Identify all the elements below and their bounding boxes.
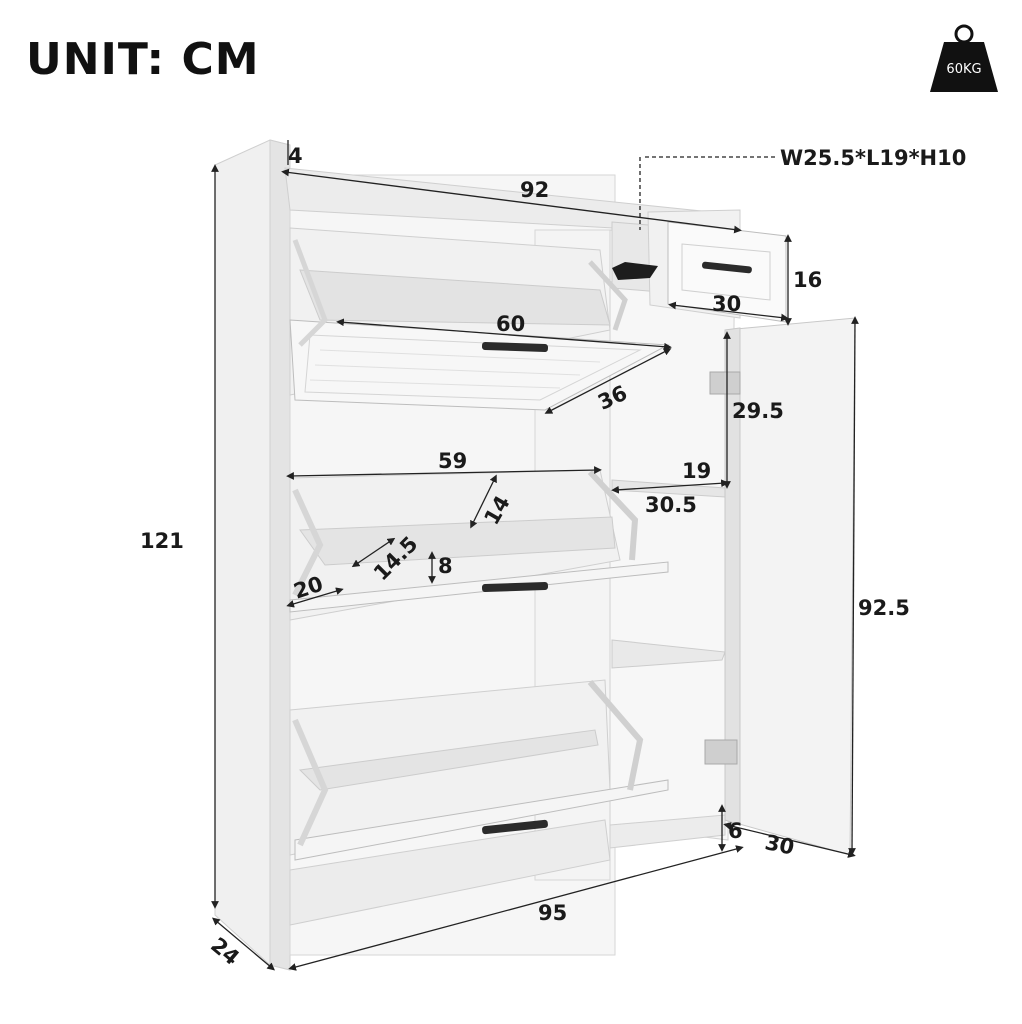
door-hinge-upper — [709, 371, 741, 395]
dimension-lines — [211, 140, 859, 971]
flap-middle-front — [289, 561, 669, 613]
dim-shelf-depth: 19 — [682, 459, 711, 483]
dim-drawer-depth: 30 — [712, 292, 741, 316]
dim-top-width: 92 — [520, 178, 549, 202]
dim-shelf-height: 29.5 — [732, 399, 784, 423]
cabinet-shelf-lower — [611, 639, 726, 669]
dim-door-gap: 6 — [728, 819, 743, 843]
flap-bottom-handle[interactable] — [482, 819, 548, 835]
flap-middle-hinge-left — [292, 488, 324, 597]
drawer-handle[interactable] — [702, 261, 752, 274]
weight-label: 60KG — [946, 62, 981, 77]
dim-total-width: 95 — [538, 901, 567, 925]
shoe-flap-bottom[interactable] — [289, 679, 669, 861]
page-title: UNIT: CM — [26, 34, 260, 85]
weight-icon — [930, 42, 998, 92]
weight-ring-icon — [954, 24, 974, 44]
flap-middle-hinge-right — [587, 469, 639, 561]
drawer[interactable] — [611, 209, 787, 323]
flap-bottom-hinge-left — [292, 718, 329, 847]
door-hinge-lower — [704, 739, 738, 765]
dim-total-height: 121 — [140, 529, 184, 553]
left-panel-edge — [269, 139, 291, 971]
flap-bottom-hinge-right — [587, 680, 644, 791]
dim-side-thickness: 4 — [288, 144, 303, 168]
dim-cabinet-width: 30.5 — [645, 493, 697, 517]
drawer-inset — [681, 243, 771, 301]
dim-flap1-width: 60 — [496, 312, 525, 336]
dim-depth: 24 — [206, 933, 244, 970]
dim-flap2-width: 59 — [438, 449, 467, 473]
flap-middle-handle[interactable] — [481, 581, 549, 593]
dim-flap2-gap: 8 — [438, 554, 453, 578]
weight-badge: 60KG — [930, 24, 998, 92]
drawer-spec: W25.5*L19*H10 — [780, 146, 966, 170]
flap-bottom-tray — [298, 729, 599, 791]
dim-door-height: 92.5 — [858, 596, 910, 620]
dim-door-width: 30 — [763, 830, 797, 860]
dim-drawer-height: 16 — [793, 268, 822, 292]
cabinet-door[interactable] — [704, 317, 856, 856]
drawer-slide-rail — [612, 262, 658, 280]
flap-top-hinge-left — [292, 239, 328, 347]
